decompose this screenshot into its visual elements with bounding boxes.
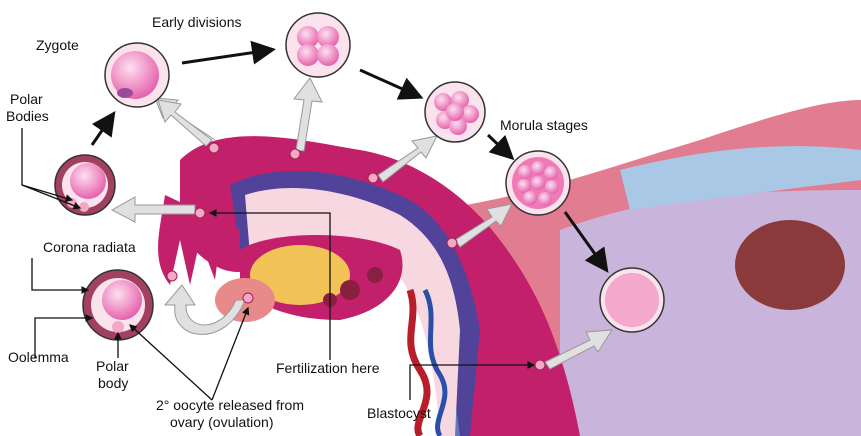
leader-lines	[21, 128, 536, 401]
ovulation-arrow	[163, 284, 246, 335]
arrow-to-morula	[377, 135, 438, 183]
label-polar-body-line2: body	[98, 375, 128, 391]
zygote-cell	[104, 42, 170, 108]
label-blastocyst: Blastocyst	[367, 405, 431, 421]
label-morula-stages: Morula stages	[500, 117, 588, 133]
two-four-cell-embryo	[285, 12, 351, 78]
label-polar-body-line1: Polar	[96, 358, 129, 374]
secondary-oocyte	[82, 269, 154, 341]
label-polar-bodies-line1: Polar	[10, 91, 43, 107]
label-corona-radiata: Corona radiata	[43, 239, 136, 255]
oocyte-with-polar-bodies	[54, 154, 116, 216]
label-oocyte-line2: ovary (ovulation)	[170, 414, 274, 430]
stage-arrows	[110, 77, 613, 370]
label-oocyte-line1: 2° oocyte released from	[156, 397, 304, 413]
label-fertilization: Fertilization here	[276, 360, 380, 376]
arrow-to-zygote	[157, 99, 213, 147]
uterine-cavity-opening	[735, 220, 845, 310]
arrow-to-polar	[110, 196, 196, 223]
morula	[505, 150, 571, 216]
label-early-divisions: Early divisions	[152, 14, 241, 30]
arrow-to-morula-2	[454, 203, 513, 248]
arrow-to-blastocyst	[544, 329, 613, 370]
label-polar-bodies-line2: Bodies	[6, 108, 49, 124]
eight-cell-embryo	[424, 81, 486, 143]
labels: Zygote Early divisions Polar Bodies Moru…	[6, 14, 588, 430]
label-zygote: Zygote	[36, 37, 79, 53]
blastocyst-cell	[599, 267, 665, 333]
arrow-to-early-division	[293, 77, 323, 152]
sequence-arrows	[90, 40, 609, 273]
label-oolemma: Oolemma	[8, 349, 69, 365]
